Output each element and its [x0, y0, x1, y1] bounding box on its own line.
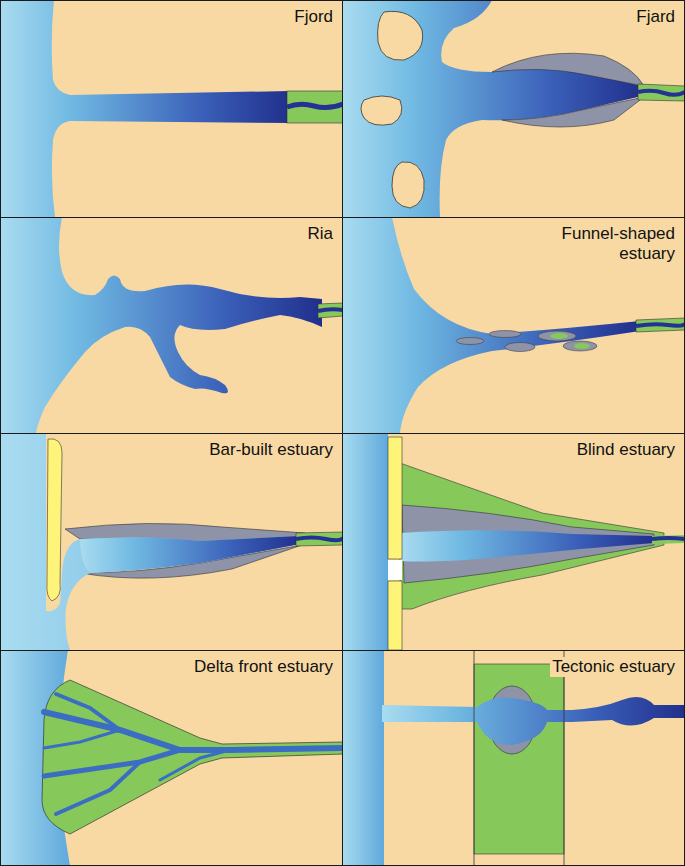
funnel-illustration-part: [574, 343, 590, 349]
tectonic-illustration: [342, 650, 685, 866]
blind-illustration-part: [652, 535, 685, 544]
panel-title: Blind estuary: [575, 440, 677, 460]
delta-illustration-part-part: [56, 694, 120, 730]
funnel-illustration-part: [342, 217, 685, 433]
blind-illustration-part: [342, 433, 388, 650]
panel-title: Bar-built estuary: [207, 440, 335, 460]
blind-illustration-part: [652, 538, 685, 539]
panel-title: Delta front estuary: [192, 657, 335, 677]
ria-illustration-part: [318, 309, 343, 311]
funnel-illustration-part: [563, 341, 597, 351]
fjard-illustration-part: [378, 11, 423, 60]
delta-illustration-part: [42, 680, 343, 834]
tectonic-illustration-part: [382, 697, 685, 745]
delta-illustration-part-part: [44, 750, 180, 776]
panel-title: Ria: [305, 224, 335, 244]
fjord-illustration-part: [287, 104, 343, 108]
estuary-panel: Funnel-shaped estuary: [342, 217, 685, 434]
bar-built-illustration-part: [296, 532, 343, 546]
funnel-illustration-part: [550, 333, 568, 339]
bar-built-illustration-part: [0, 433, 343, 650]
blind-illustration-part: [388, 581, 402, 650]
delta-illustration-part-part: [56, 762, 140, 814]
ria-illustration: [0, 217, 343, 433]
panel-title: Fjord: [292, 7, 335, 27]
estuary-panel: Bar-built estuary: [0, 433, 343, 651]
delta-illustration: [0, 650, 343, 866]
tectonic-illustration-part: [342, 650, 384, 866]
panel-title: Funnel-shaped estuary: [548, 224, 677, 264]
bar-built-illustration-part: [47, 439, 62, 601]
fjord-illustration-part: [0, 0, 290, 217]
bar-built-illustration-part: [0, 433, 300, 650]
funnel-illustration: [342, 217, 685, 433]
funnel-illustration-part: [636, 324, 685, 326]
funnel-illustration-part: [636, 318, 685, 332]
fjard-illustration-part: [638, 91, 685, 95]
blind-illustration-part: [388, 560, 402, 580]
funnel-illustration-part: [456, 338, 484, 345]
fjord-illustration: [0, 0, 343, 217]
panel-title: Fjard: [634, 7, 677, 27]
bar-built-illustration: [0, 433, 343, 650]
fjard-illustration-part: [361, 96, 402, 125]
bar-built-illustration-part: [296, 538, 343, 541]
panel-title: Tectonic estuary: [550, 657, 677, 677]
fjard-illustration-part: [638, 84, 685, 101]
delta-illustration-part: [0, 650, 343, 866]
fjard-illustration-part: [502, 97, 644, 127]
ria-illustration-part: [0, 217, 343, 433]
estuary-panel: Tectonic estuary: [342, 650, 685, 866]
funnel-illustration-part: [538, 331, 576, 341]
delta-illustration-part-part: [160, 750, 230, 780]
fjord-illustration-part: [287, 91, 343, 123]
ria-illustration-part: [0, 217, 322, 433]
blind-illustration-part: [388, 437, 402, 559]
estuary-panel: Fjard: [342, 0, 685, 218]
tectonic-illustration-part: [474, 650, 475, 866]
estuary-panel: Fjord: [0, 0, 343, 218]
tectonic-illustration-part: [564, 650, 565, 866]
delta-illustration-part: [44, 694, 343, 814]
fjard-illustration-part: [392, 162, 424, 208]
fjard-illustration-part: [342, 0, 685, 217]
fjard-illustration: [342, 0, 685, 217]
fjord-illustration-part: [0, 0, 343, 217]
ria-illustration-part: [318, 303, 343, 318]
tectonic-illustration-part: [474, 664, 564, 854]
tectonic-illustration-part: [342, 650, 685, 866]
fjard-illustration-part: [492, 53, 644, 86]
blind-illustration-part: [400, 463, 664, 609]
funnel-illustration-part: [489, 331, 521, 338]
delta-illustration-part-part: [44, 712, 343, 750]
funnel-illustration-part: [505, 343, 535, 352]
bar-built-illustration-part: [80, 536, 300, 573]
estuary-panel: Blind estuary: [342, 433, 685, 651]
blind-illustration-part: [342, 433, 685, 650]
estuary-panel: Delta front estuary: [0, 650, 343, 866]
blind-illustration-part: [400, 530, 654, 561]
delta-illustration-part-part: [44, 730, 120, 748]
estuary-panel: Ria: [0, 217, 343, 434]
blind-illustration: [342, 433, 685, 650]
